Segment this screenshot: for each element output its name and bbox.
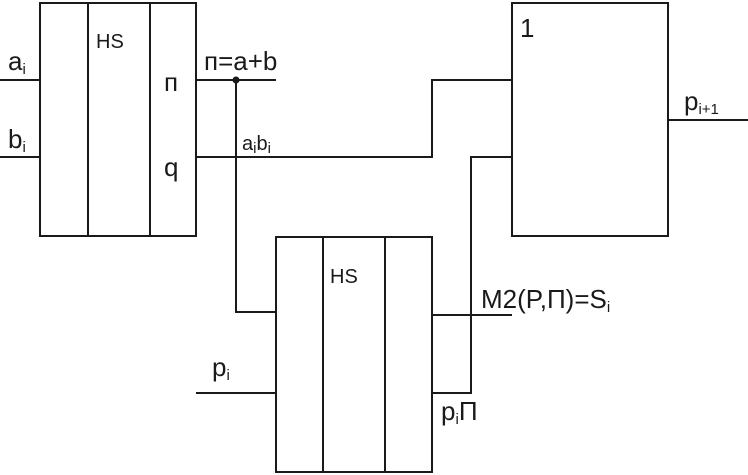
label-a-i: ai <box>8 46 26 78</box>
hs1-title: HS <box>96 31 124 53</box>
or-gate-block: 1 <box>511 2 669 237</box>
label-p-i: pi <box>212 352 230 384</box>
label-p-i-pi: piП <box>441 396 478 428</box>
label-sum: п=a+b <box>204 46 277 76</box>
hs1-output-n-label: п <box>164 67 178 97</box>
wire-pp-to-or <box>432 156 512 394</box>
label-b-i: bi <box>8 124 26 156</box>
wire-ab-to-or <box>196 79 512 158</box>
half-adder-block-2: HS <box>275 236 433 473</box>
label-p-next: pi+1 <box>684 86 719 118</box>
label-m2: M2(P,П)=Si <box>481 284 610 316</box>
wire-sum-to-hs2 <box>235 80 276 313</box>
label-ab: aibi <box>242 133 271 157</box>
or-gate-title: 1 <box>520 13 534 43</box>
half-adder-block-1: HS п q <box>39 2 197 237</box>
hs1-output-q-label: q <box>164 152 178 182</box>
hs2-title: HS <box>330 266 358 288</box>
